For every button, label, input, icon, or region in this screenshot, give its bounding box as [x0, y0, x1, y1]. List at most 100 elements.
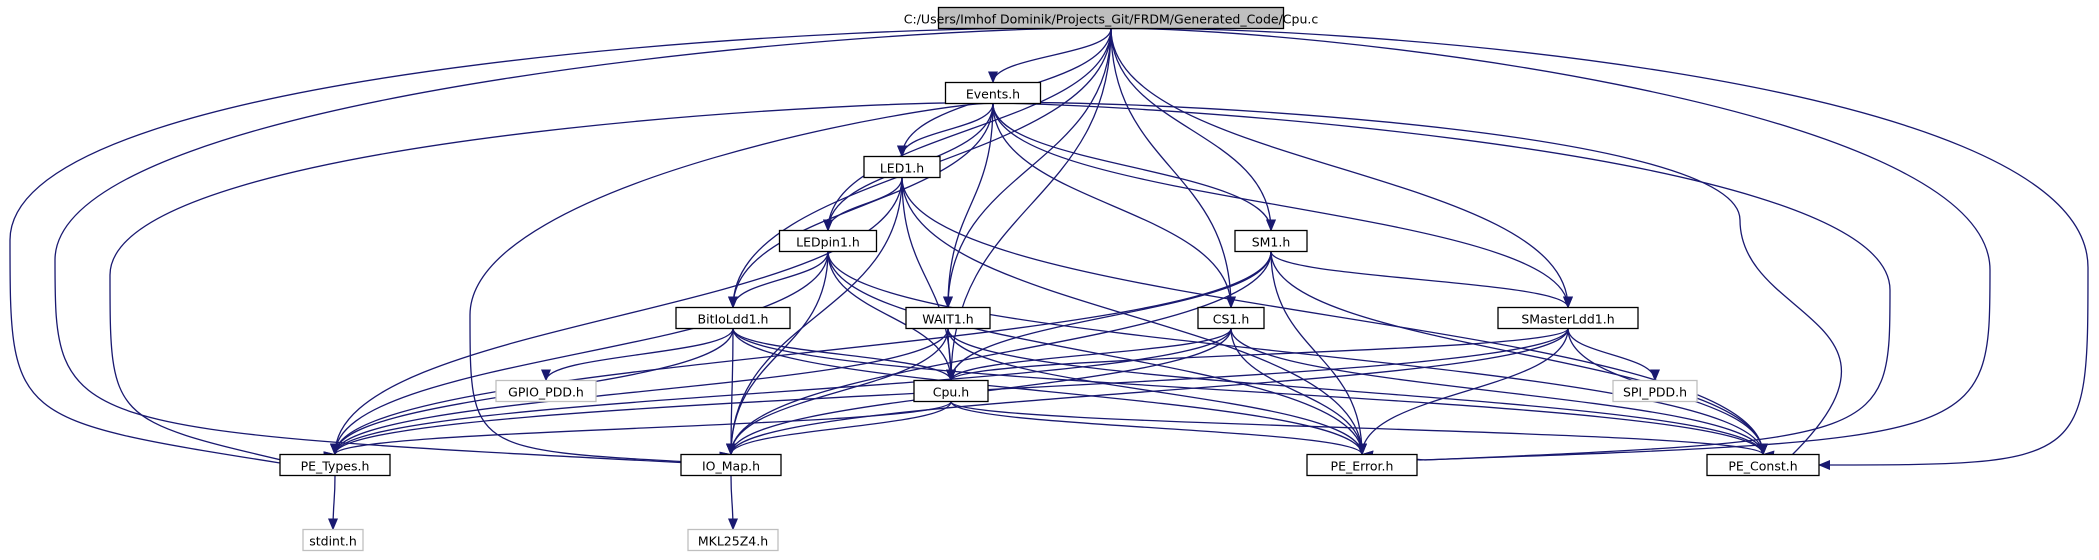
- node-cs1-h[interactable]: CS1.h: [1197, 306, 1265, 330]
- node-cpu-h[interactable]: Cpu.h: [913, 379, 989, 403]
- node-wait1-h[interactable]: WAIT1.h: [905, 306, 991, 330]
- edge-smasterldd1-h-to-spi-pdd-h: [1567, 328, 1660, 382]
- node-label: Cpu.h: [933, 385, 969, 400]
- node-sm1-h[interactable]: SM1.h: [1234, 229, 1308, 253]
- edge-cpu-h-to-pe-types-h: [330, 400, 952, 456]
- node-box: [778, 229, 878, 253]
- edge-led1-h-to-io-map-h: [726, 177, 903, 456]
- node-label: LEDpin1.h: [796, 235, 860, 250]
- edge-led1-h-to-pe-const-h: [901, 177, 1768, 456]
- edge-sm1-h-to-pe-error-h: [1270, 251, 1367, 456]
- edge-cs1-h-to-pe-types-h: [330, 328, 1232, 456]
- node-box: [905, 306, 991, 330]
- edge-bitioldd1-h-to-io-map-h: [726, 328, 737, 456]
- node-label: CS1.h: [1213, 312, 1250, 327]
- edge-io-map-h-to-mkl25z4-h: [727, 475, 738, 531]
- edge-cpu-c-to-cs1-h: [1110, 28, 1236, 309]
- edge-led1-h-to-cpu-h: [901, 177, 956, 382]
- node-spi-pdd-h[interactable]: SPI_PDD.h: [1612, 379, 1698, 403]
- edge-cpu-c-to-ledpin1-h: [823, 28, 1112, 232]
- node-box: [675, 306, 791, 330]
- node-box: [302, 528, 364, 552]
- node-ledpin1-h[interactable]: LEDpin1.h: [778, 229, 878, 253]
- node-pe-types-h[interactable]: PE_Types.h: [279, 453, 391, 477]
- edge-events-h-to-io-map-h: [469, 102, 994, 463]
- edge-smasterldd1-h-to-io-map-h: [726, 328, 1569, 456]
- node-label: PE_Const.h: [1728, 459, 1797, 474]
- edge-bitioldd1-h-to-pe-const-h: [732, 328, 1768, 456]
- edge-wait1-h-to-pe-types-h: [330, 328, 949, 456]
- edge-cs1-h-to-pe-const-h: [1230, 328, 1768, 456]
- node-box: [1706, 453, 1820, 477]
- node-io-map-h[interactable]: IO_Map.h: [680, 453, 782, 477]
- edge-cpu-c-to-wait1-h: [943, 28, 1112, 309]
- node-label: PE_Error.h: [1331, 459, 1394, 474]
- edge-events-h-to-cs1-h: [992, 103, 1236, 309]
- edge-cs1-h-to-cpu-h: [946, 328, 1232, 382]
- node-bitioldd1-h[interactable]: BitIoLdd1.h: [675, 306, 791, 330]
- edge-sm1-h-to-cpu-h: [946, 251, 1272, 382]
- node-box: [680, 453, 782, 477]
- node-label: SM1.h: [1252, 235, 1291, 250]
- edge-events-h-to-pe-types-h: [109, 102, 994, 463]
- edge-ledpin1-h-to-io-map-h: [726, 251, 829, 456]
- edge-sm1-h-to-io-map-h: [726, 251, 1272, 456]
- node-led1-h[interactable]: LED1.h: [863, 155, 941, 179]
- edge-smasterldd1-h-to-cpu-h: [946, 327, 1569, 382]
- node-box: [1234, 229, 1308, 253]
- node-box: [944, 81, 1042, 105]
- node-cpu-c[interactable]: C:/Users/Imhof Dominik/Projects_Git/FRDM…: [904, 6, 1319, 30]
- edge-bitioldd1-h-to-gpio-pdd-h: [541, 328, 734, 382]
- node-label: SPI_PDD.h: [1623, 385, 1687, 400]
- node-events-h[interactable]: Events.h: [944, 81, 1042, 105]
- node-mkl25z4-h[interactable]: MKL25Z4.h: [687, 528, 779, 552]
- node-box: [495, 379, 597, 403]
- edge-smasterldd1-h-to-pe-error-h: [1357, 328, 1569, 456]
- node-box: [279, 453, 391, 477]
- edge-events-h-to-led1-h: [897, 103, 994, 158]
- node-pe-error-h[interactable]: PE_Error.h: [1306, 453, 1418, 477]
- node-label: WAIT1.h: [922, 312, 973, 327]
- edge-cpu-c-to-events-h: [988, 28, 1112, 84]
- edge-bitioldd1-h-to-pe-error-h: [732, 328, 1367, 456]
- node-box: [1497, 306, 1639, 330]
- edge-ledpin1-h-to-pe-error-h: [827, 251, 1367, 456]
- edge-cpu-c-to-pe-types-h: [9, 27, 1112, 464]
- node-label: Events.h: [966, 87, 1020, 102]
- edge-cpu-c-to-pe-const-h: [1110, 27, 2089, 470]
- edge-cpu-c-to-pe-error-h: [1110, 27, 1991, 461]
- edge-ledpin1-h-to-pe-types-h: [330, 251, 829, 456]
- edge-wait1-h-to-io-map-h: [726, 328, 949, 456]
- edge-events-h-to-bitioldd1-h: [728, 103, 994, 309]
- edge-sm1-h-to-smasterldd1-h: [1270, 251, 1573, 309]
- node-label: SMasterLdd1.h: [1521, 312, 1614, 327]
- edge-ledpin1-h-to-cpu-h: [827, 251, 956, 382]
- node-label: PE_Types.h: [301, 459, 370, 474]
- edge-led1-h-to-ledpin1-h: [823, 177, 903, 232]
- node-box: [1197, 306, 1265, 330]
- node-smasterldd1-h[interactable]: SMasterLdd1.h: [1497, 306, 1639, 330]
- node-label: IO_Map.h: [702, 459, 760, 474]
- node-stdint-h[interactable]: stdint.h: [302, 528, 364, 552]
- node-label: GPIO_PDD.h: [508, 385, 584, 400]
- node-label: stdint.h: [309, 534, 357, 549]
- node-label: MKL25Z4.h: [698, 534, 768, 549]
- node-box: [937, 6, 1285, 30]
- node-box: [687, 528, 779, 552]
- node-box: [1612, 379, 1698, 403]
- edge-bitioldd1-h-to-cpu-h: [732, 328, 956, 382]
- node-label: C:/Users/Imhof Dominik/Projects_Git/FRDM…: [904, 12, 1319, 27]
- edge-cpu-c-to-smasterldd1-h: [1110, 28, 1573, 309]
- node-gpio-pdd-h[interactable]: GPIO_PDD.h: [495, 379, 597, 403]
- edge-cpu-h-to-io-map-h: [726, 401, 952, 456]
- node-box: [863, 155, 941, 179]
- node-pe-const-h[interactable]: PE_Const.h: [1706, 453, 1820, 477]
- edge-events-h-to-smasterldd1-h: [992, 103, 1573, 309]
- edge-events-h-to-sm1-h: [992, 103, 1276, 232]
- edge-cpu-h-to-pe-const-h: [950, 400, 1768, 456]
- edge-ledpin1-h-to-bitioldd1-h: [728, 251, 829, 309]
- edge-cpu-h-to-pe-error-h: [950, 401, 1367, 456]
- node-box: [913, 379, 989, 403]
- edge-cpu-c-to-io-map-h: [54, 27, 1112, 464]
